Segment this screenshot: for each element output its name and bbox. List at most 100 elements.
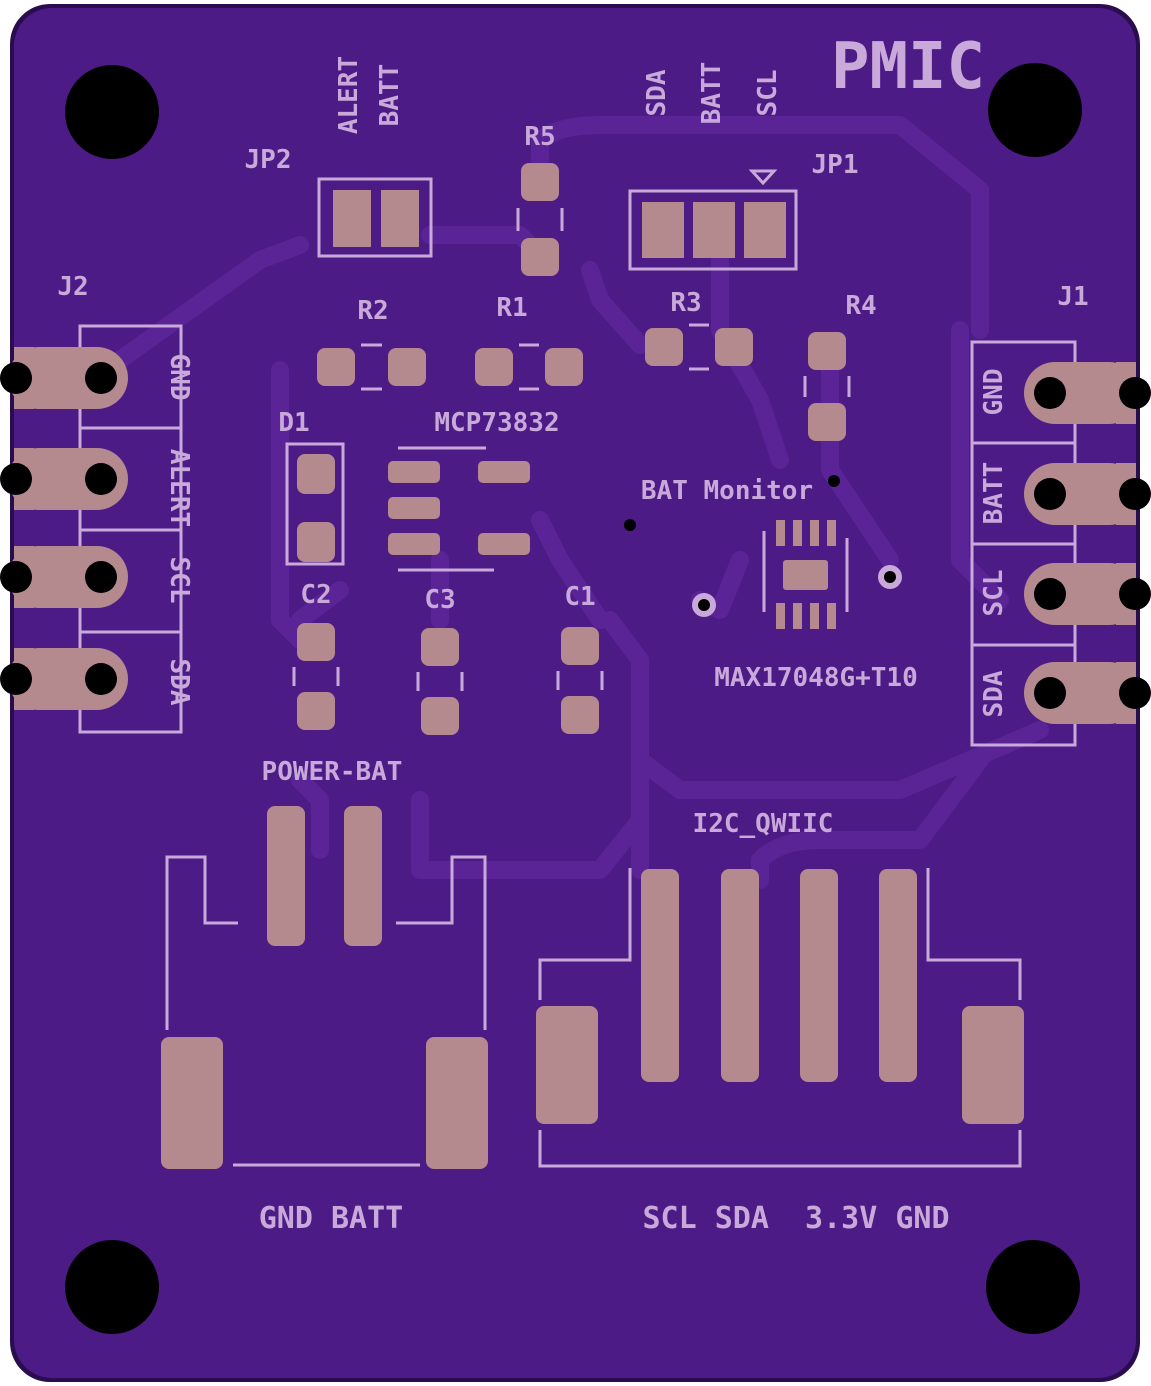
jp1-scl-label: SCL: [753, 70, 783, 117]
mounting-holes: [65, 63, 1082, 1334]
r3-label: R3: [670, 288, 701, 318]
mcp-pad-3: [388, 533, 440, 555]
j2-pin-scl: SCL: [164, 557, 194, 604]
resistor-r2: R2: [317, 296, 426, 391]
capacitor-c3: C3: [416, 585, 464, 735]
i2c-pins-label: SCL SDA 3.3V GND: [642, 1201, 949, 1236]
max-label: MAX17048G+T10: [714, 663, 918, 693]
c1-label: C1: [564, 582, 595, 612]
jp2-pad-2: [381, 190, 419, 247]
power-bat-pad-1: [267, 806, 305, 946]
mcp-pad-2: [388, 497, 440, 519]
jp1-batt-label: BATT: [697, 62, 727, 125]
d1-outline: [285, 442, 345, 566]
jp2-outline: [317, 177, 433, 258]
bat-monitor-label: BAT Monitor: [641, 476, 813, 506]
r5-pad-1: [521, 163, 559, 201]
r2-pad-1: [317, 348, 355, 386]
j1-pin-batt: BATT: [979, 462, 1009, 525]
i2c-pad-3: [800, 869, 838, 1082]
c3-label: C3: [424, 585, 455, 615]
r1-label: R1: [496, 293, 527, 323]
connector-power-bat: POWER-BAT GND BATT: [161, 757, 488, 1236]
d1-pad-1: [297, 454, 335, 494]
jumper-jp2: JP2 ALERT BATT: [245, 56, 433, 258]
r4-label: R4: [845, 291, 876, 321]
jp1-outline: [628, 189, 798, 271]
ic-mcp73832: MCP73832: [388, 408, 560, 572]
r4-pad-2: [808, 403, 846, 441]
connector-j1: J1 GND BATT SCL SDA: [970, 282, 1151, 747]
mounting-hole-bottom-right: [986, 1240, 1080, 1334]
r3-pad-1: [645, 328, 683, 366]
d1-label: D1: [278, 408, 309, 438]
ic-max17048: BAT Monitor MAX17048G+T10: [624, 475, 918, 693]
mcp-pad-5: [478, 533, 530, 555]
j1-label: J1: [1057, 282, 1088, 312]
r4-pad-1: [808, 332, 846, 370]
jp2-batt-label: BATT: [375, 64, 405, 127]
power-bat-mount-right: [426, 1037, 488, 1169]
jp1-sda-label: SDA: [642, 69, 672, 116]
resistor-r5: R5: [516, 122, 564, 276]
jp1-pad-3: [744, 202, 786, 258]
r1-pad-2: [545, 348, 583, 386]
c1-pad-2: [561, 696, 599, 734]
d1-pad-2: [297, 522, 335, 562]
j2-label: J2: [57, 272, 88, 302]
mounting-hole-top-left: [65, 65, 159, 159]
connector-i2c-qwiic: I2C_QWIIC SCL SDA 3.3V GND: [536, 809, 1024, 1236]
j2-pin-gnd: GND: [164, 354, 194, 401]
jumper-jp1: SDA BATT SCL JP1: [628, 62, 859, 271]
resistor-r4: R4: [803, 291, 877, 441]
jp1-pin1-marker: [748, 169, 778, 186]
board-title: PMIC: [831, 30, 985, 104]
jp2-alert-label: ALERT: [334, 56, 364, 134]
r3-pad-2: [715, 328, 753, 366]
jp2-label: JP2: [245, 145, 292, 175]
j1-pin-gnd: GND: [979, 369, 1009, 416]
jp1-label: JP1: [812, 150, 859, 180]
i2c-mount-left: [536, 1006, 598, 1124]
gnd-batt-label: GND BATT: [259, 1201, 404, 1236]
mounting-hole-bottom-left: [65, 1240, 159, 1334]
j2-pin-sda: SDA: [164, 659, 194, 706]
resistor-r1: R1: [475, 293, 583, 391]
power-bat-label: POWER-BAT: [262, 757, 403, 787]
jp2-pad-1: [333, 190, 371, 247]
i2c-label: I2C_QWIIC: [693, 809, 834, 839]
capacitor-c2: C2: [292, 580, 340, 730]
j2-pin-alert: ALERT: [164, 449, 194, 527]
jp1-pad-2: [693, 202, 735, 258]
r5-label: R5: [524, 122, 555, 152]
capacitor-c1: C1: [556, 582, 604, 734]
mcp-label: MCP73832: [434, 408, 559, 438]
r2-pad-2: [388, 348, 426, 386]
j1-pin-scl: SCL: [979, 570, 1009, 617]
i2c-pad-1: [641, 869, 679, 1082]
r1-pad-1: [475, 348, 513, 386]
board-body: [14, 8, 1136, 1378]
c3-pad-1: [421, 628, 459, 666]
i2c-pad-2: [721, 869, 759, 1082]
j1-pin-sda: SDA: [979, 670, 1009, 717]
c2-pad-1: [297, 623, 335, 661]
c1-pad-1: [561, 627, 599, 665]
c2-pad-2: [297, 692, 335, 730]
jp1-pad-1: [642, 202, 684, 258]
power-bat-pad-2: [344, 806, 382, 946]
r2-label: R2: [357, 296, 388, 326]
max-pad-thermal: [783, 560, 828, 590]
mcp-pad-4: [478, 461, 530, 483]
i2c-mount-right: [962, 1006, 1024, 1124]
c2-label: C2: [300, 580, 331, 610]
power-bat-mount-left: [161, 1037, 223, 1169]
c3-pad-2: [421, 697, 459, 735]
mounting-hole-top-right: [988, 63, 1082, 157]
mcp-pad-1: [388, 461, 440, 483]
i2c-pad-4: [879, 869, 917, 1082]
r5-pad-2: [521, 238, 559, 276]
resistor-r3: R3: [645, 288, 753, 371]
connector-j2: J2 GND ALERT SCL SDA: [0, 272, 194, 734]
